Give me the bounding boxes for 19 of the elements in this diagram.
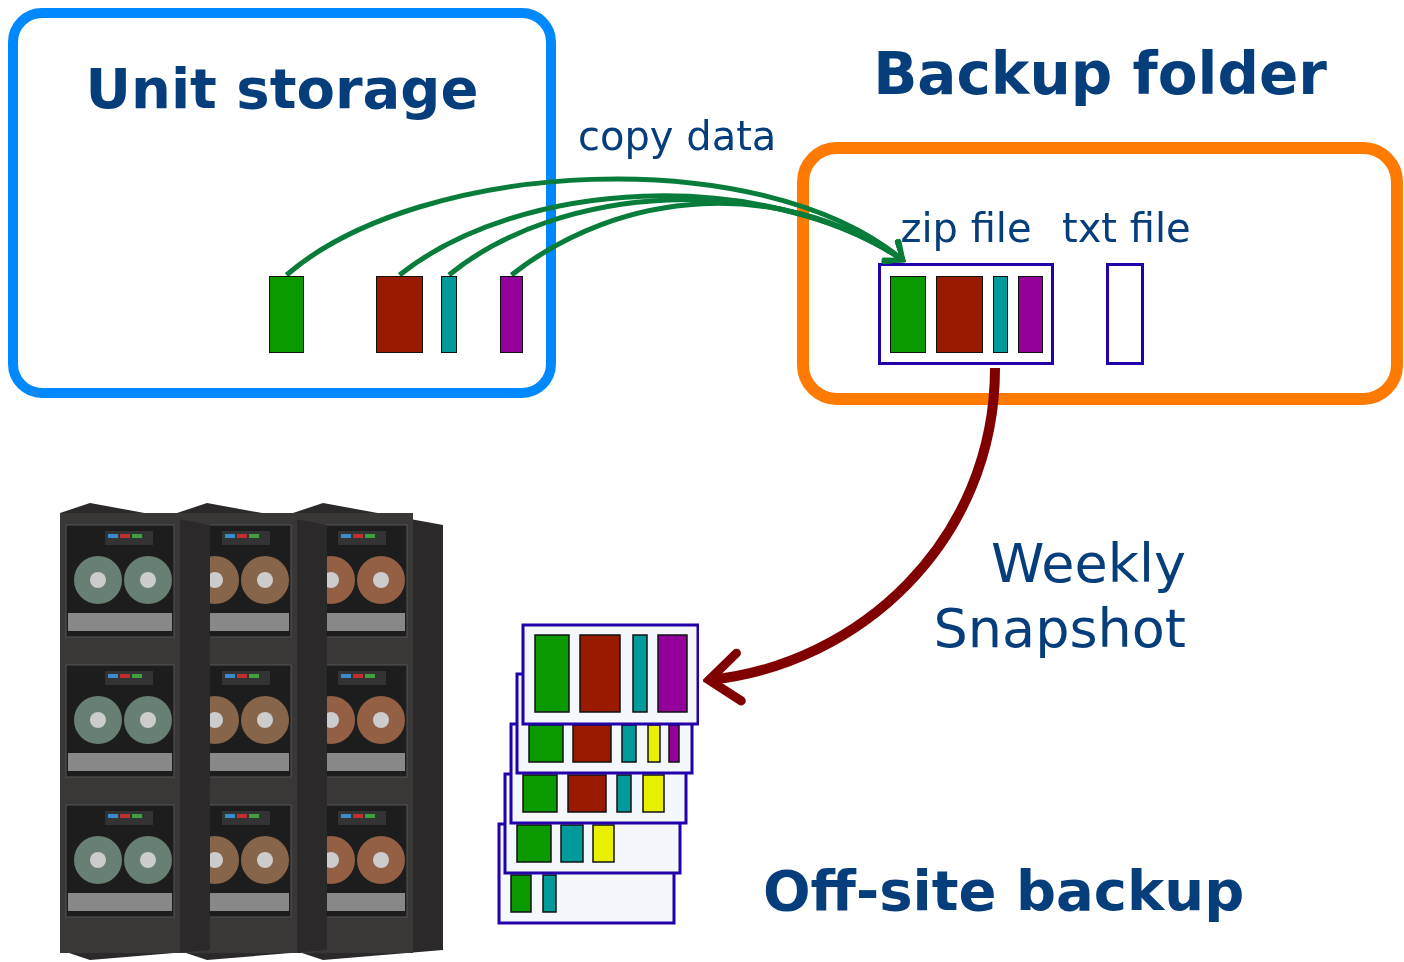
file-bar xyxy=(376,276,423,353)
file-bar xyxy=(1018,276,1043,353)
file-bar xyxy=(500,276,523,353)
arrow xyxy=(704,367,1000,704)
arrow xyxy=(510,201,906,278)
edge-label: copy data xyxy=(578,112,777,160)
section-heading: Off-site backup xyxy=(763,858,1245,923)
arrow xyxy=(285,176,906,278)
file-bar xyxy=(269,276,304,353)
box-heading: txt file xyxy=(1062,205,1187,251)
file-bar xyxy=(993,276,1008,353)
box-heading: Backup folder xyxy=(872,40,1328,108)
storage-box xyxy=(8,8,556,398)
edge-label: Weekly Snapshot xyxy=(932,532,1186,662)
box-heading: Unit storage xyxy=(84,56,480,121)
file-bar xyxy=(936,276,983,353)
file-bar xyxy=(890,276,926,353)
file-bar xyxy=(441,276,457,353)
box-heading: zip file xyxy=(899,205,1033,251)
